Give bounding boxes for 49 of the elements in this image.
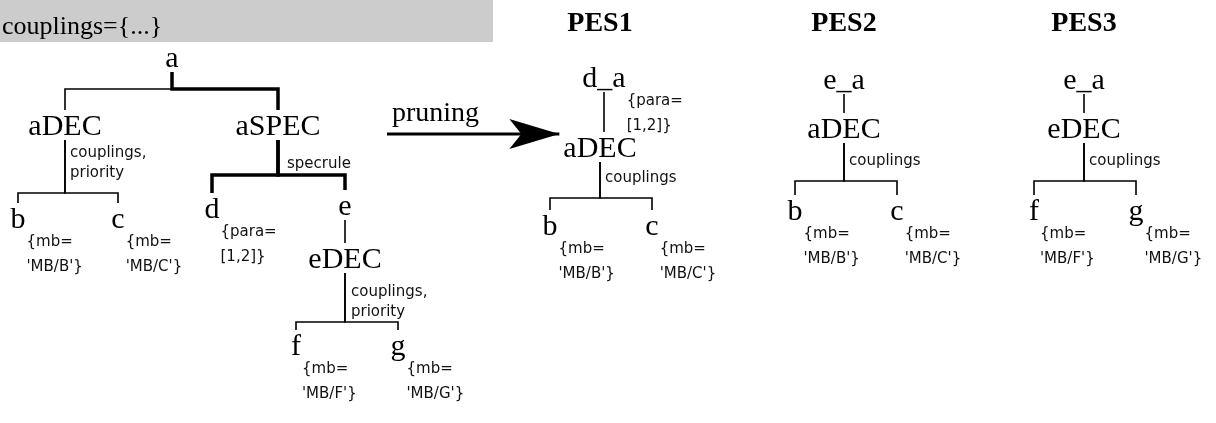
tree-node-label: e_a xyxy=(823,64,865,94)
tree-connector xyxy=(170,72,280,110)
tree-connector xyxy=(1083,93,1085,114)
code-banner xyxy=(0,0,493,42)
tree-node-label: b xyxy=(10,203,26,233)
tree-node-label: c xyxy=(645,210,659,240)
attribute-annotation: {mb= 'MB/C'} xyxy=(659,238,718,284)
code-text: couplings={...} xyxy=(2,13,163,42)
tree-node-label: eDEC xyxy=(1047,113,1121,143)
tree-heading: PES1 xyxy=(567,8,633,36)
tree-connector xyxy=(1083,142,1137,196)
attribute-annotation: {mb= 'MB/C'} xyxy=(904,223,963,269)
tree-node-label: a xyxy=(165,42,179,72)
tree-heading: PES2 xyxy=(811,8,877,36)
tree-node-label: aSPEC xyxy=(235,110,321,140)
tree-connector xyxy=(843,142,898,196)
attribute-annotation: {mb= 'MB/B'} xyxy=(26,231,84,277)
attribute-annotation: {mb= 'MB/F'} xyxy=(302,358,358,404)
tree-node-label: b xyxy=(542,210,558,240)
tree-connector xyxy=(64,139,119,204)
tree-node-label: eDEC xyxy=(308,243,382,273)
tree-connector xyxy=(603,91,605,133)
tree-node-label: aDEC xyxy=(28,110,102,140)
tree-node-label: c xyxy=(890,195,904,225)
tree-node-label: f xyxy=(291,330,301,360)
tree-heading: PES3 xyxy=(1051,8,1117,36)
attribute-annotation: {mb= 'MB/G'} xyxy=(406,358,466,404)
attribute-annotation: {para= [1,2]} xyxy=(220,221,278,267)
tree-node-label: e xyxy=(338,190,352,220)
tree-node-label: g xyxy=(1128,195,1144,225)
tree-connector xyxy=(843,93,845,114)
tree-connector xyxy=(344,272,399,331)
attribute-annotation: {mb= 'MB/F'} xyxy=(1040,223,1096,269)
tree-node-label: g xyxy=(390,330,406,360)
tree-connector xyxy=(599,161,653,211)
tree-node-label: d_a xyxy=(582,62,626,92)
attribute-annotation: {mb= 'MB/G'} xyxy=(1144,223,1204,269)
attribute-annotation: {mb= 'MB/B'} xyxy=(558,238,616,284)
tree-connector xyxy=(344,219,346,244)
tree-node-label: b xyxy=(787,195,803,225)
attribute-annotation: {mb= 'MB/B'} xyxy=(803,223,861,269)
attribute-annotation: {mb= 'MB/C'} xyxy=(125,231,184,277)
tree-node-label: e_a xyxy=(1063,64,1105,94)
tree-node-label: f xyxy=(1029,195,1039,225)
tree-node-label: d xyxy=(204,193,220,223)
tree-node-label: c xyxy=(111,203,125,233)
tree-node-label: aDEC xyxy=(807,113,881,143)
arrow xyxy=(387,119,560,149)
tree-connector xyxy=(276,140,347,190)
